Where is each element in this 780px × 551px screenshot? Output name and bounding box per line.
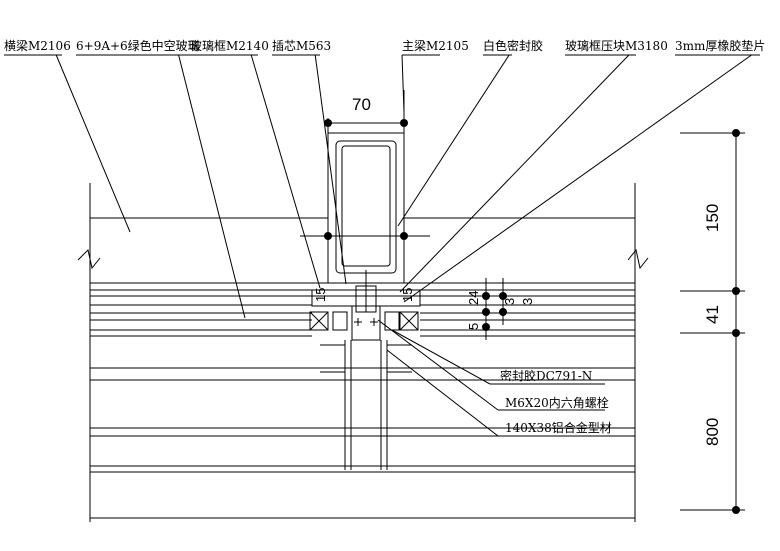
break-mark <box>77 249 101 270</box>
dimension-dot <box>732 287 740 295</box>
dimension-dot <box>482 292 490 300</box>
label-mullion: 主梁M2105 <box>402 38 469 53</box>
dimension-dot <box>499 292 507 300</box>
sealant <box>332 311 348 331</box>
dimension-dot <box>482 308 490 316</box>
label-pressure-plate: 玻璃框压块M3180 <box>565 39 668 53</box>
mullion-outer <box>327 132 405 284</box>
dim-150: 150 <box>703 204 722 232</box>
dim-small-a: 24 <box>466 291 481 305</box>
leader-line <box>386 349 499 437</box>
dim-small-left: 15 <box>313 288 328 302</box>
drawing-geometry <box>4 54 760 522</box>
label-rubber-gasket: 3mm厚橡胶垫片 <box>675 38 765 53</box>
dimension-dot <box>482 323 490 331</box>
gasket-x <box>309 311 329 331</box>
label-hex-bolt: M6X20内六角螺栓 <box>505 395 609 410</box>
label-insert-core: 插芯M563 <box>272 39 331 53</box>
gasket-box <box>399 311 419 331</box>
dim-small-c: 3 <box>502 298 517 305</box>
dim-41: 41 <box>703 305 722 324</box>
label-glass: 6+9A+6绿色中空玻璃 <box>76 38 200 53</box>
gasket-x <box>399 311 419 331</box>
label-aluminum-profile: 140X38铝合金型材 <box>505 420 612 435</box>
dim-small-right: 15 <box>400 288 415 302</box>
leader-line <box>55 54 131 233</box>
dim-small-d: 3 <box>520 298 535 305</box>
leader-line <box>178 54 246 319</box>
leader-line <box>401 54 405 113</box>
leader-line <box>314 54 347 285</box>
dim-small-b: 5 <box>466 323 481 330</box>
dimension-dot <box>732 129 740 137</box>
leader-line <box>399 54 630 293</box>
dimension-dot <box>499 308 507 316</box>
leader-line <box>377 319 499 411</box>
break-mark <box>627 248 649 270</box>
label-sealant-dc791: 密封胶DC791-N <box>500 368 592 383</box>
label-white-sealant: 白色密封胶 <box>483 38 543 53</box>
label-glass-frame: 玻璃框M2140 <box>190 39 269 53</box>
dimension-dot <box>732 506 740 514</box>
leader-line <box>403 54 752 303</box>
dim-800: 800 <box>703 418 722 446</box>
insert-core <box>341 145 391 267</box>
gasket-box <box>309 311 329 331</box>
dim-mullion-width: 70 <box>352 95 371 114</box>
label-transom: 横梁M2106 <box>4 38 71 53</box>
leader-line <box>397 54 510 227</box>
mullion-inner <box>335 140 397 274</box>
leader-line <box>391 329 491 385</box>
leader-line <box>250 54 321 289</box>
dimension-dot <box>732 329 740 337</box>
connector <box>351 305 381 341</box>
